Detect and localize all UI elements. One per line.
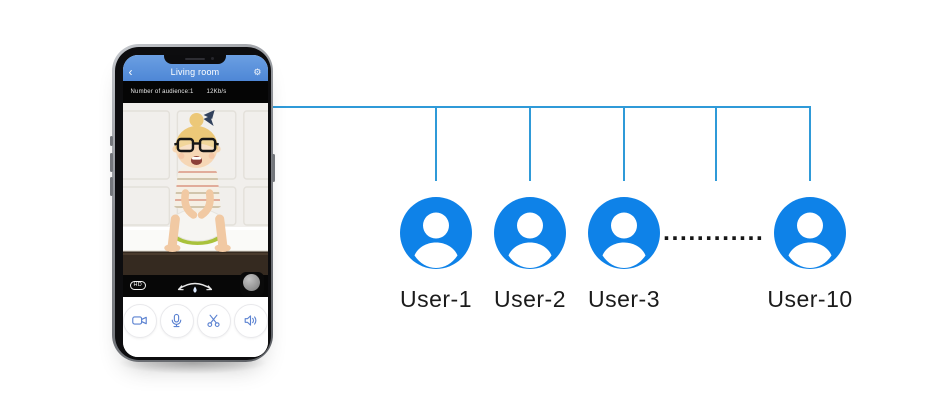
connector-drop-line-3 — [623, 106, 625, 181]
volume-up-button — [110, 153, 113, 172]
connector-drop-line-2 — [529, 106, 531, 181]
connector-drop-line-1 — [435, 106, 437, 181]
sound-speaker-button[interactable] — [233, 303, 268, 338]
user-label: User-3 — [587, 286, 660, 312]
hd-quality-badge[interactable]: HD — [129, 280, 147, 290]
talk-microphone-button[interactable] — [159, 303, 194, 338]
front-camera-dot — [211, 57, 214, 60]
power-button — [272, 154, 275, 182]
user-label: User-2 — [493, 286, 566, 312]
app-header: ‹ Living room ⚙ — [122, 54, 268, 81]
user-avatar-icon — [774, 197, 846, 269]
camcorder-icon — [132, 316, 147, 325]
camera-title: Living room — [170, 67, 220, 77]
mute-switch — [110, 136, 113, 146]
connector-horizontal-line — [272, 106, 810, 108]
connector-drop-line-4 — [715, 106, 717, 181]
snapshot-preview-thumbnail[interactable] — [239, 271, 264, 296]
microphone-icon — [171, 313, 182, 328]
audience-count-text: Number of audience:1 — [130, 88, 194, 95]
connector-drop-line-5 — [809, 106, 811, 181]
user-label: User-1 — [399, 286, 472, 312]
preview-image-circle — [243, 273, 260, 291]
live-video-feed[interactable] — [122, 102, 268, 275]
camera-controls-row — [122, 296, 268, 357]
volume-down-button — [110, 177, 113, 196]
bitrate-text: 12Kb/s — [206, 88, 227, 95]
earpiece-slit — [185, 57, 205, 60]
pan-tilt-gesture-icon[interactable] — [172, 276, 218, 296]
back-chevron-icon[interactable]: ‹ — [128, 65, 133, 79]
more-users-ellipsis: ............ — [663, 218, 765, 246]
record-video-button[interactable] — [122, 303, 157, 338]
phone-mockup: ‹ Living room ⚙ Number of audience:1 12K… — [110, 44, 275, 362]
user-avatar-icon — [494, 197, 566, 269]
phone-bezel: ‹ Living room ⚙ Number of audience:1 12K… — [114, 46, 271, 360]
speaker-icon — [244, 315, 257, 326]
app-screen: ‹ Living room ⚙ Number of audience:1 12K… — [122, 54, 268, 357]
video-bottom-bar: HD — [122, 271, 268, 297]
user-label: User-10 — [767, 286, 853, 312]
scissors-icon — [207, 314, 220, 328]
snapshot-scissors-button[interactable] — [196, 303, 231, 338]
user-avatar-icon — [588, 197, 660, 269]
phone-notch — [164, 54, 226, 64]
stream-info-bar: Number of audience:1 12Kb/s — [122, 80, 268, 103]
settings-gear-icon[interactable]: ⚙ — [253, 66, 262, 77]
user-avatar-icon — [400, 197, 472, 269]
